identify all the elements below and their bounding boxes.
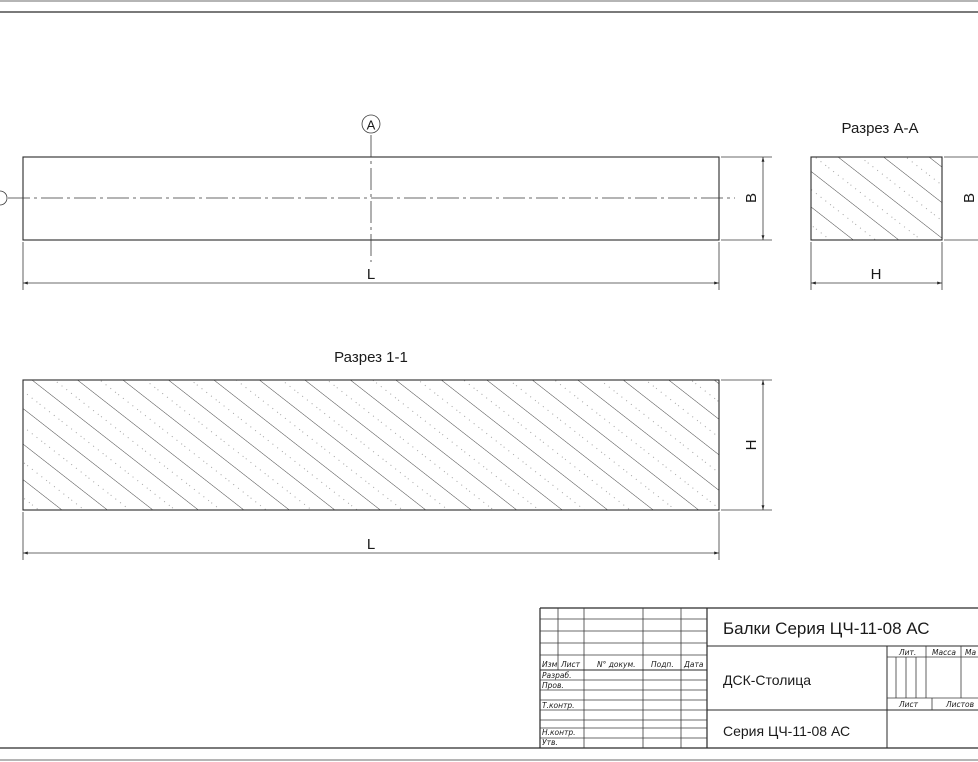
sheets-label: Листов xyxy=(945,700,974,709)
section-aa-title: Разрез А-А xyxy=(842,120,919,137)
axis-marker-circle xyxy=(361,114,381,134)
section-11-title: Разрез 1-1 xyxy=(334,349,408,366)
section-11-l-label: L xyxy=(367,536,375,553)
role-razrab: Разраб. xyxy=(542,671,571,680)
title-block: Изм Лист N° докум. Подп. Дата Разраб. Пр… xyxy=(539,607,978,748)
section-aa-b-label: B xyxy=(961,193,978,203)
header-col-sign: Подп. xyxy=(651,660,674,669)
role-prov: Пров. xyxy=(542,681,564,690)
beam-elevation-view: A L B xyxy=(0,114,772,290)
title-block-title: Балки Серия ЦЧ-11-08 АС xyxy=(723,619,930,638)
sheet-label: Лист xyxy=(898,700,919,709)
header-col-list: Лист xyxy=(560,660,581,669)
role-tkontr: Т.контр. xyxy=(542,701,575,710)
width-dim-label: B xyxy=(743,193,760,203)
axis-left-marker xyxy=(0,190,8,206)
section-11-h-label: H xyxy=(743,440,760,451)
lit-label: Лит. xyxy=(898,648,916,657)
section-aa-h-label: H xyxy=(871,266,882,283)
section-aa-view: Разрез А-А H B xyxy=(810,120,978,290)
mass-label: Масса xyxy=(932,648,956,657)
header-col-izm: Изм xyxy=(542,660,558,669)
role-nkontr: Н.контр. xyxy=(542,728,576,737)
role-utv: Утв. xyxy=(542,738,558,747)
axis-marker-label: A xyxy=(367,118,376,133)
title-block-series: Серия ЦЧ-11-08 АС xyxy=(723,723,850,739)
length-dim-label: L xyxy=(367,266,375,283)
title-block-organization: ДСК-Столица xyxy=(723,672,811,688)
header-col-date: Дата xyxy=(683,660,704,669)
scale-label: Ма xyxy=(965,648,976,657)
section-11-view: Разрез 1-1 L H xyxy=(22,349,772,560)
header-col-doc: N° докум. xyxy=(597,660,636,669)
